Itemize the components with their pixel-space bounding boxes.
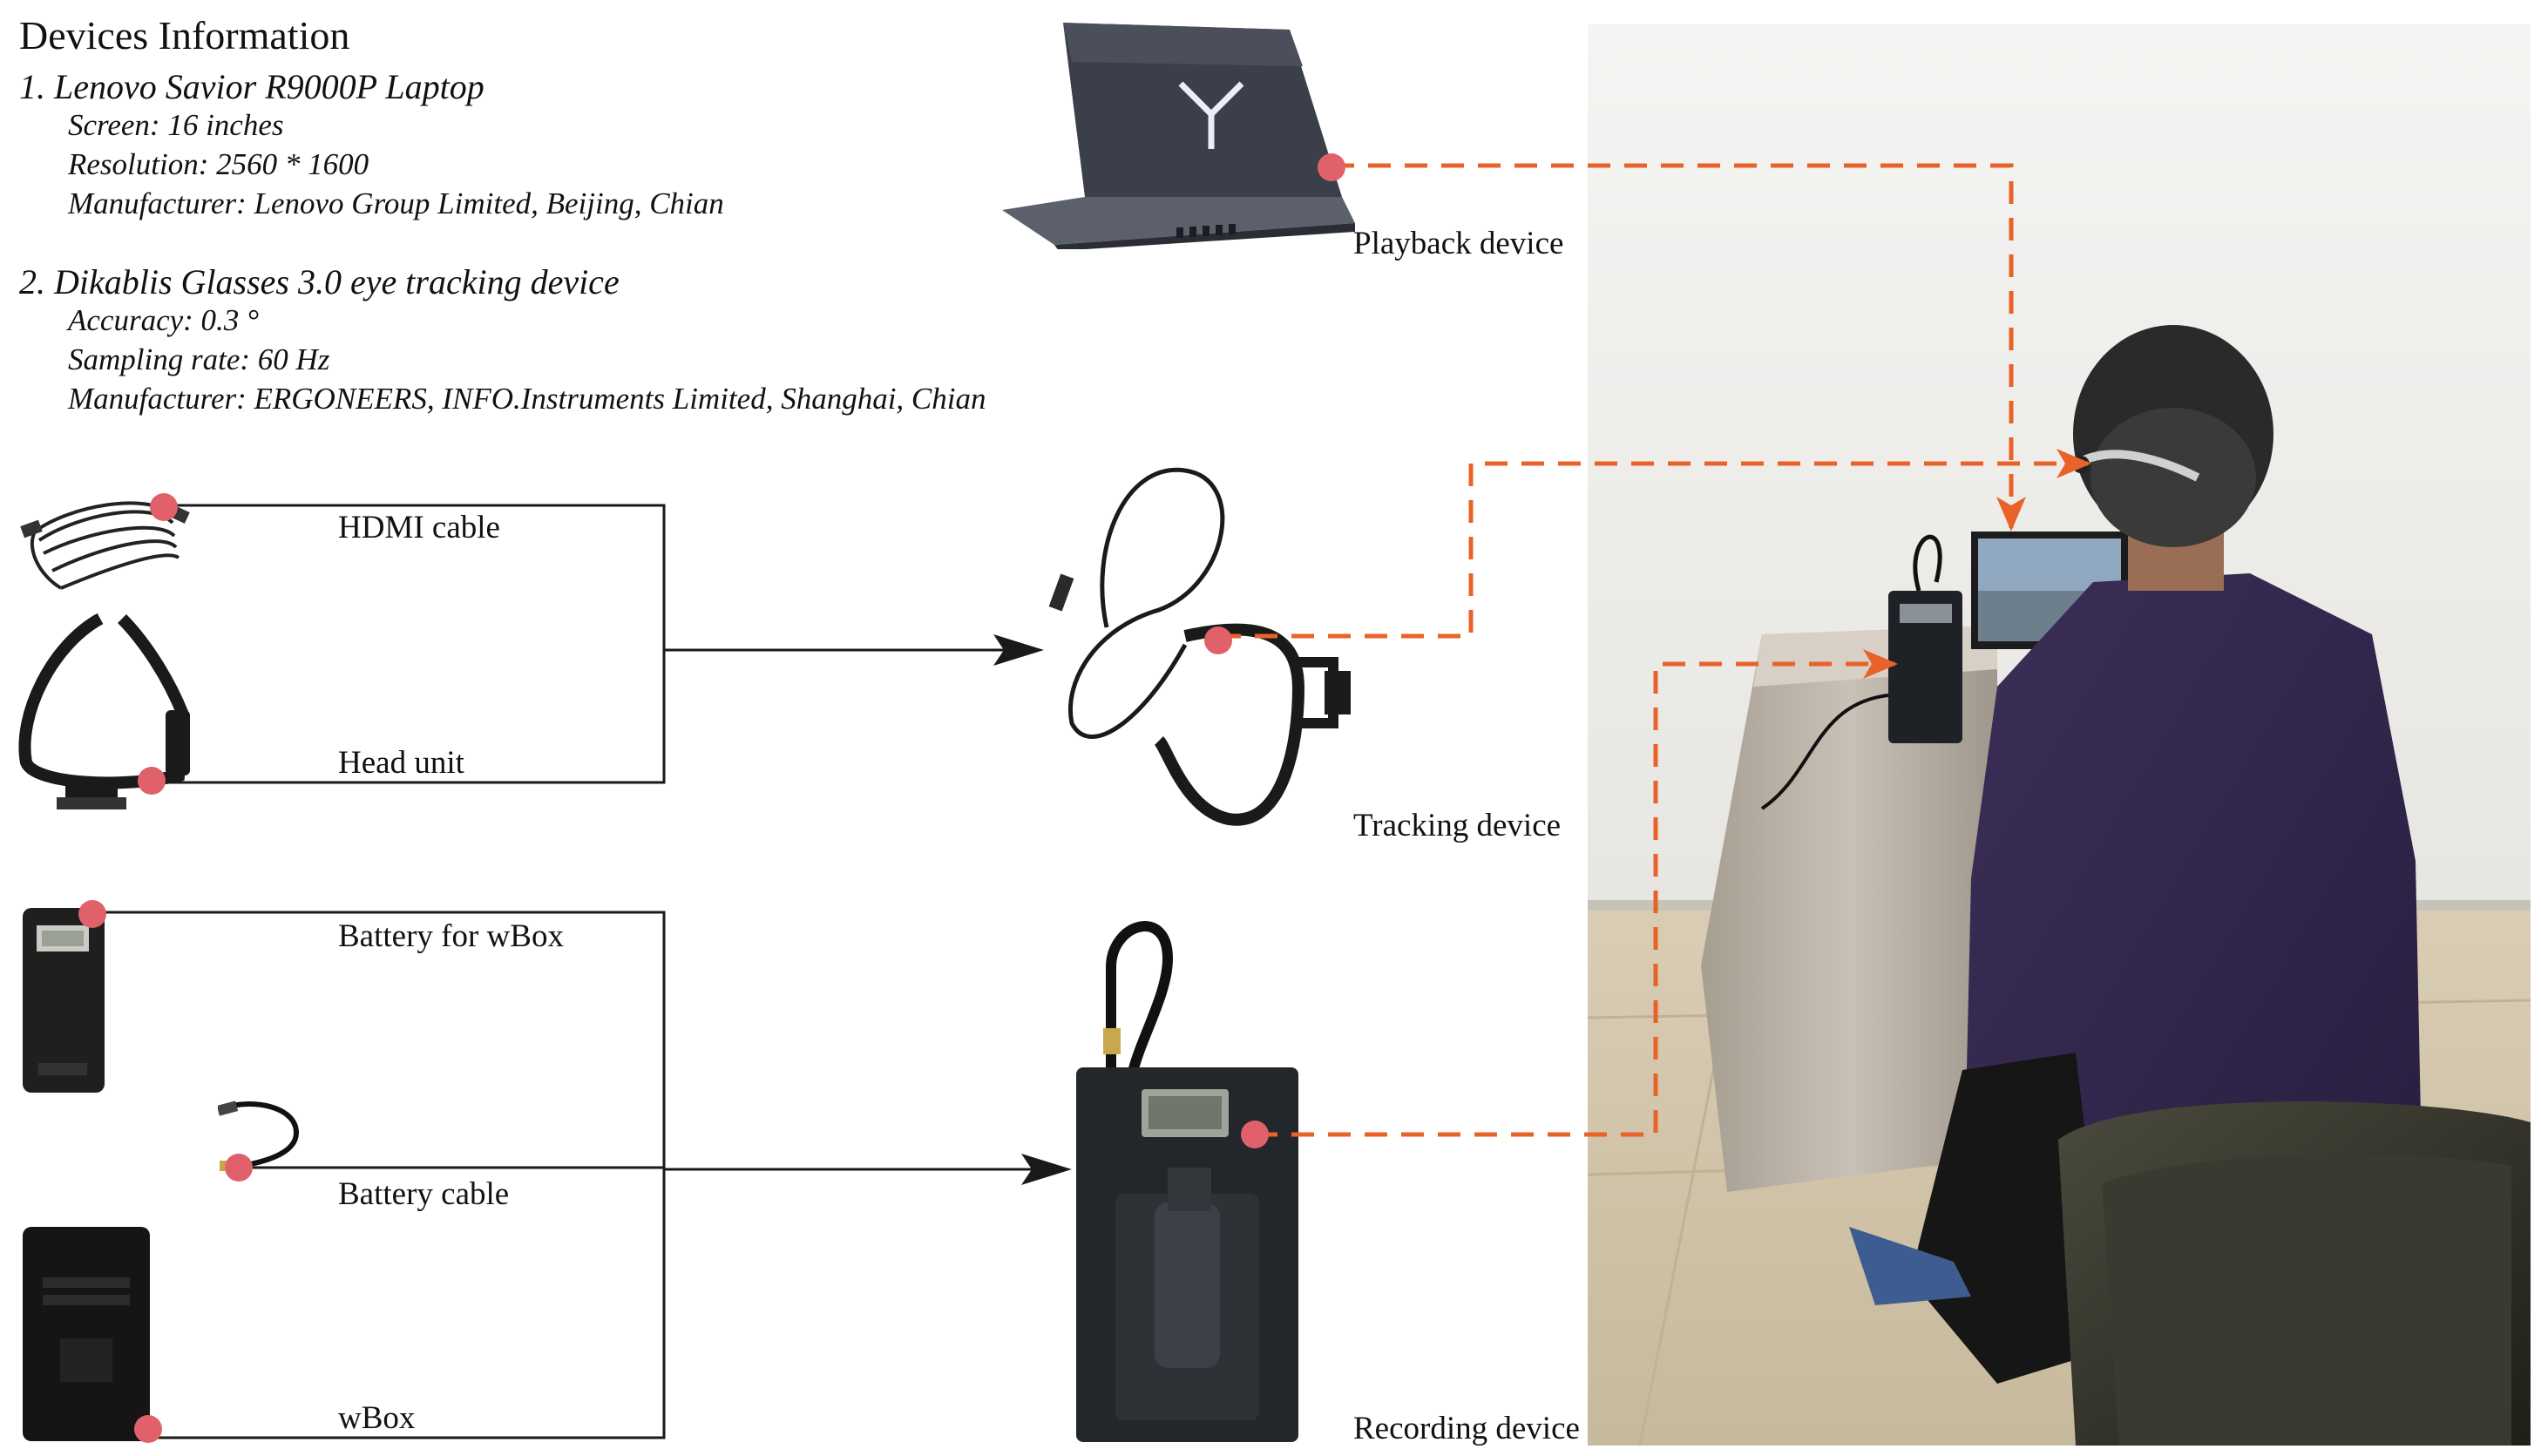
marker-wbox bbox=[134, 1415, 162, 1443]
playback-link bbox=[1331, 163, 2026, 532]
recording-device-icon bbox=[1072, 906, 1307, 1451]
devices-info-heading: Devices Information bbox=[19, 13, 350, 58]
head-unit-label: Head unit bbox=[338, 745, 464, 781]
marker-recording bbox=[1241, 1121, 1269, 1148]
device-2-sampling-rate: Sampling rate: 60 Hz bbox=[68, 342, 330, 376]
marker-battery-cable bbox=[225, 1154, 253, 1182]
device-1-title: 1. Lenovo Savior R9000P Laptop bbox=[19, 67, 484, 106]
hdmi-cable-label: HDMI cable bbox=[338, 510, 500, 545]
head-unit-icon bbox=[17, 610, 200, 823]
hdmi-head-bracket bbox=[152, 504, 666, 784]
experiment-scene-photo bbox=[1588, 24, 2531, 1446]
battery-icon bbox=[21, 906, 108, 1102]
wbox-label: wBox bbox=[338, 1400, 416, 1436]
device-2-title: 2. Dikablis Glasses 3.0 eye tracking dev… bbox=[19, 262, 620, 301]
to-tracking-arrowhead bbox=[993, 634, 1044, 666]
marker-tracking bbox=[1204, 626, 1232, 654]
device-2-manufacturer: Manufacturer: ERGONEERS, INFO.Instrument… bbox=[68, 382, 986, 416]
device-1-manufacturer: Manufacturer: Lenovo Group Limited, Beij… bbox=[68, 186, 724, 220]
marker-head-unit bbox=[138, 767, 166, 795]
marker-battery bbox=[78, 900, 106, 928]
device-2-accuracy: Accuracy: 0.3 ° bbox=[68, 303, 260, 337]
tracking-device-label: Tracking device bbox=[1353, 808, 1562, 843]
battery-wbox-bracket bbox=[92, 911, 666, 1439]
wbox-icon bbox=[21, 1225, 152, 1447]
marker-playback bbox=[1318, 153, 1345, 181]
battery-cable-label: Battery cable bbox=[338, 1176, 510, 1212]
marker-hdmi bbox=[150, 493, 178, 521]
battery-wbox-label: Battery for wBox bbox=[338, 918, 564, 954]
recording-device-label: Recording device bbox=[1353, 1411, 1580, 1446]
to-recording-arrowhead bbox=[1021, 1154, 1072, 1185]
tracking-link bbox=[1218, 449, 2091, 639]
playback-device-label: Playback device bbox=[1353, 226, 1564, 261]
recording-link bbox=[1255, 649, 1898, 1137]
device-1-screen: Screen: 16 inches bbox=[68, 108, 284, 142]
laptop-icon bbox=[1002, 23, 1368, 254]
device-1-resolution: Resolution: 2560 * 1600 bbox=[68, 147, 369, 181]
